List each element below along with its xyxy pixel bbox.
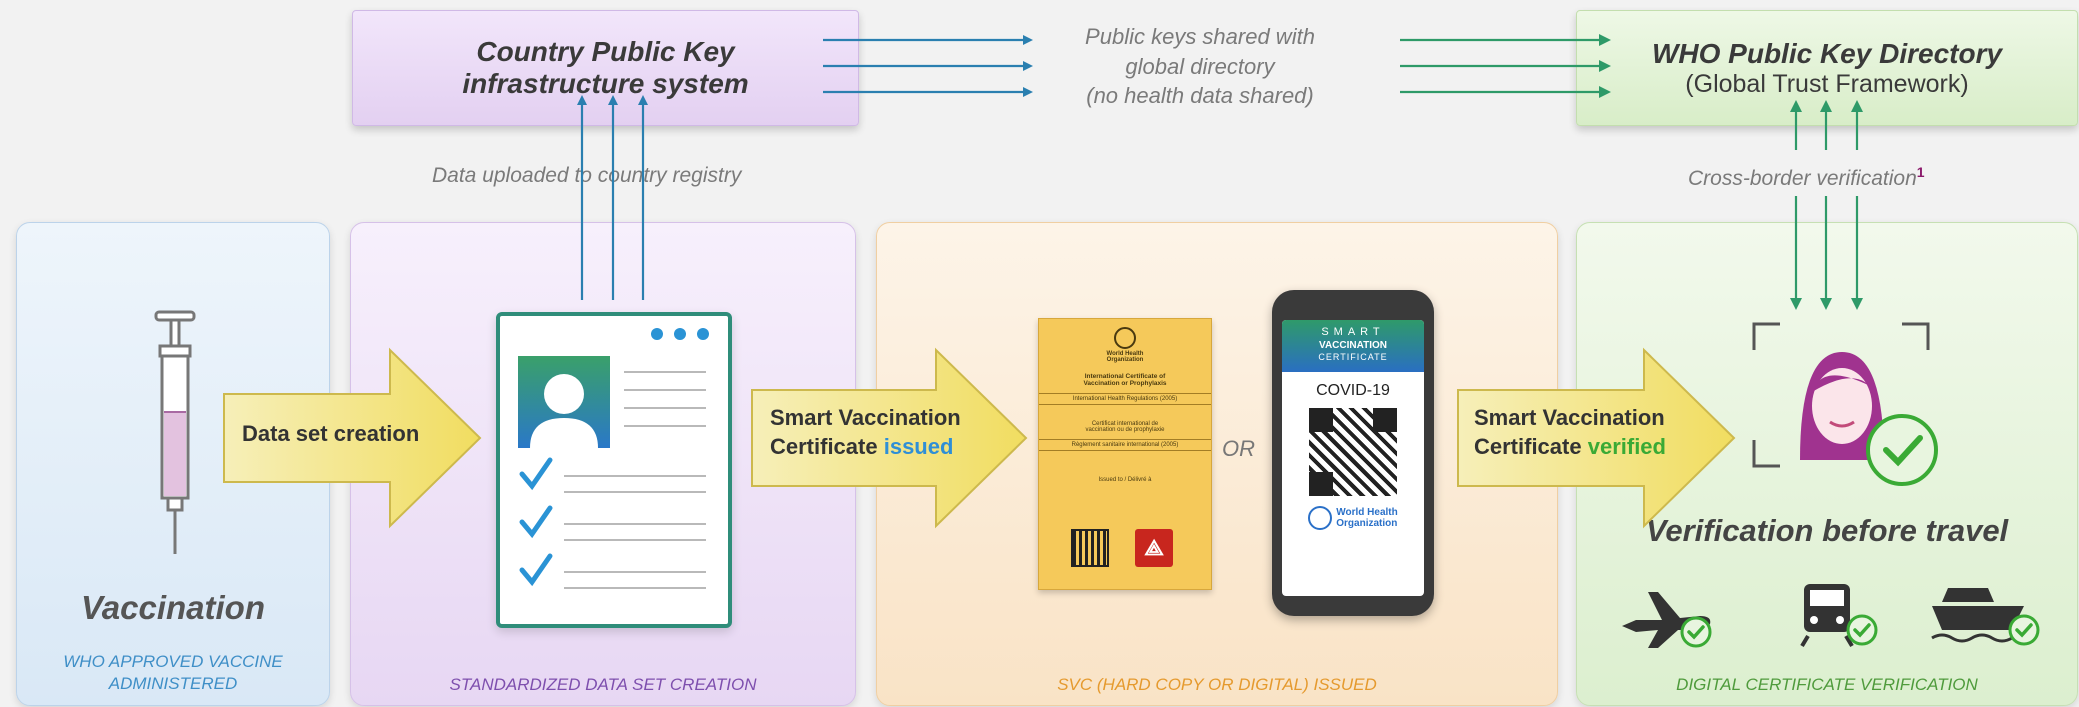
phone-line-1: SMART — [1321, 326, 1385, 338]
verify-caption: DIGITAL CERTIFICATE VERIFICATION — [1676, 675, 1978, 694]
dataset-caption: STANDARDIZED DATA SET CREATION — [449, 675, 757, 694]
svc-issued-line-1: Smart Vaccination — [770, 405, 961, 430]
airplane-icon — [1622, 592, 1712, 648]
upload-arrows — [577, 95, 648, 300]
svc-verified-line-1: Smart Vaccination — [1474, 405, 1665, 430]
who-emblem-icon — [1114, 327, 1136, 349]
card-title-1: International Certificate of — [1084, 373, 1166, 380]
vaccination-title: Vaccination — [81, 589, 265, 626]
document-contents — [518, 328, 709, 589]
card-title: International Certificate of Vaccination… — [1039, 373, 1211, 387]
phone-icon: SMART VACCINATION CERTIFICATE COVID-19 W… — [1272, 290, 1434, 616]
card-fr-2: vaccination ou de prophylaxie — [1085, 427, 1165, 433]
verification-title: Verification before travel — [1645, 513, 2009, 548]
card-fr-sub: Règlement sanitaire international (2005) — [1039, 439, 1211, 451]
face-verification-icon — [1752, 322, 1938, 486]
card-qr-icon — [1071, 529, 1109, 567]
phone-who-text: World Health Organization — [1336, 507, 1397, 529]
vaccination-caption-1: WHO APPROVED VACCINE — [63, 652, 283, 671]
cross-border-up-arrows — [1790, 100, 1863, 150]
phone-who-emblem-icon — [1308, 505, 1333, 530]
svc-caption: SVC (HARD COPY OR DIGITAL) ISSUED — [1057, 675, 1377, 694]
who-directory-title: WHO Public Key Directory — [1651, 37, 2003, 69]
pki-to-shared-arrows — [823, 35, 1033, 97]
svc-verified-line-2: Certificate verified — [1474, 433, 1666, 462]
phone-header: SMART VACCINATION CERTIFICATE — [1282, 320, 1424, 372]
card-fr-1: Certificat international de — [1091, 421, 1159, 427]
cross-border-footnote: 1 — [1916, 164, 1925, 180]
cross-border-text: Cross-border verification — [1688, 167, 1917, 190]
svc-issued-highlight: issued — [883, 433, 954, 459]
public-keys-shared-label: Public keys shared with global directory… — [1050, 22, 1350, 111]
shared-to-who-arrows — [1400, 34, 1611, 98]
phone-who-1: World Health — [1336, 506, 1398, 518]
svc-issued-line-2: Certificate issued — [770, 433, 961, 462]
shared-line-2: global directory — [1125, 53, 1275, 79]
big-arrow-2 — [751, 347, 1028, 529]
phone-who-logo: World Health Organization — [1282, 505, 1424, 530]
phone-who-2: Organization — [1336, 517, 1398, 529]
data-uploaded-label: Data uploaded to country registry — [432, 164, 742, 187]
shared-line-3: (no health data shared) — [1086, 83, 1314, 109]
svc-issued-label: Smart Vaccination Certificate issued — [770, 404, 961, 461]
phone-screen: SMART VACCINATION CERTIFICATE COVID-19 W… — [1282, 320, 1424, 596]
cross-border-down-arrows — [1790, 196, 1863, 310]
shared-line-1: Public keys shared with — [1085, 24, 1315, 49]
vaccination-caption-2: ADMINISTERED — [108, 674, 238, 694]
country-pki-title-1: Country Public Key — [476, 36, 735, 67]
dataset-document-icon — [496, 312, 732, 628]
card-title-2: Vaccination or Prophylaxis — [1083, 380, 1167, 387]
who-directory-subtitle: (Global Trust Framework) — [1685, 69, 1969, 98]
train-icon — [1800, 584, 1878, 648]
svc-verified-highlight: verified — [1587, 433, 1666, 459]
svc-verified-label: Smart Vaccination Certificate verified — [1474, 404, 1666, 461]
ship-icon — [1931, 588, 2040, 646]
card-org-2: Organization — [1106, 357, 1144, 363]
country-pki-title-2: infrastructure system — [462, 68, 749, 99]
or-label: OR — [1222, 436, 1255, 461]
phone-qr-icon — [1309, 407, 1397, 496]
phone-covid-label: COVID-19 — [1316, 381, 1390, 399]
data-set-creation-label: Data set creation — [242, 421, 420, 446]
card-sub: International Health Regulations (2005) — [1039, 393, 1211, 405]
pdf-icon: ⟁ — [1135, 529, 1173, 567]
phone-line-2: VACCINATION — [1319, 339, 1387, 351]
syringe-icon — [154, 310, 196, 554]
paper-certificate-icon: World Health Organization International … — [1038, 318, 1212, 590]
country-pki-box: Country Public Key infrastructure system — [352, 10, 859, 126]
card-fr: Certificat international de vaccination … — [1039, 421, 1211, 433]
card-org-1: World Health — [1106, 351, 1144, 357]
big-arrow-3 — [1457, 347, 1736, 529]
cross-border-label: Cross-border verification1 — [1688, 164, 1925, 191]
phone-line-3: CERTIFICATE — [1318, 352, 1388, 363]
card-issued: Issued to / Délivré à — [1098, 477, 1152, 483]
big-arrow-1 — [223, 347, 482, 529]
vaccination-caption: WHO APPROVED VACCINE ADMINISTERED — [17, 651, 329, 695]
svc-verified-prefix: Certificate — [1474, 433, 1588, 459]
svc-issued-prefix: Certificate — [770, 433, 884, 459]
